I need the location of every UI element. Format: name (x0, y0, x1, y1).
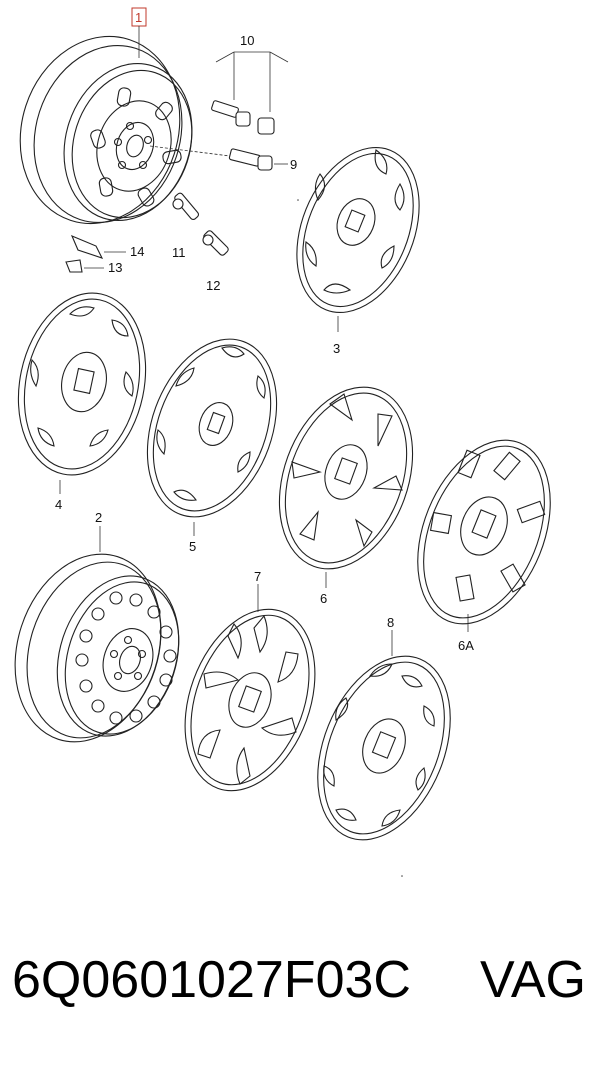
brand-name: VAG (480, 951, 586, 1009)
tyre-valve-12 (202, 230, 229, 256)
callout-12: 12 (206, 278, 220, 293)
hub-cap-7 (184, 584, 316, 792)
caption-footer: 6Q0601027F03C VAG (0, 950, 600, 1030)
steel-wheel-rim-2 (14, 526, 180, 743)
callout-11: 11 (172, 245, 186, 260)
callout-5: 5 (189, 539, 196, 554)
tyre-valve-11 (172, 192, 200, 221)
callout-13: 13 (108, 260, 122, 275)
callout-6a: 6A (458, 638, 474, 653)
hub-cap-5 (146, 338, 278, 536)
hub-cap-3 (296, 146, 420, 332)
balance-weight-13 (65, 259, 104, 273)
callout-3: 3 (333, 341, 340, 356)
part-number: 6Q0601027F03C (12, 951, 411, 1009)
wheel-bolts-10 (149, 51, 289, 157)
callout-7: 7 (254, 569, 261, 584)
callout-14: 14 (130, 244, 144, 259)
callout-8: 8 (387, 615, 394, 630)
hub-cap-4 (17, 292, 147, 494)
callout-6: 6 (320, 591, 327, 606)
hub-cap-6 (278, 386, 414, 588)
wheel-bolt-9 (228, 148, 288, 171)
callout-4: 4 (55, 497, 62, 512)
balance-weight-14 (70, 234, 126, 259)
callout-9: 9 (290, 157, 297, 172)
callout-10: 10 (240, 33, 254, 48)
hub-cap-6a (417, 439, 551, 632)
callout-1: 1 (135, 10, 142, 25)
steel-wheel-rim-1 (19, 7, 193, 225)
wheel-parts-diagram: 1 10 9 11 12 14 13 3 4 2 5 7 6 8 6A (14, 7, 551, 877)
callout-2: 2 (95, 510, 102, 525)
hub-cap-8 (317, 630, 451, 841)
